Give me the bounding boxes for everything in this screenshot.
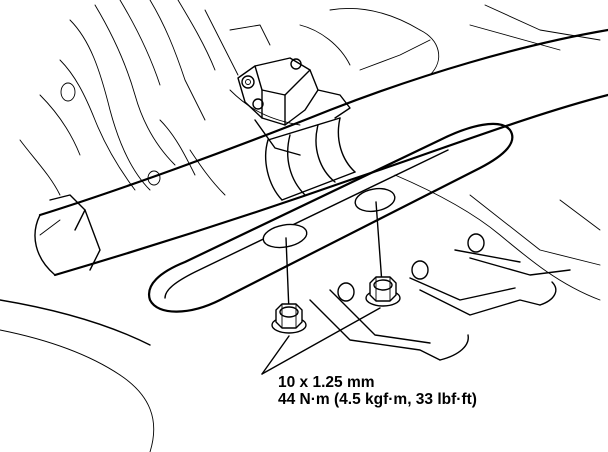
callout-leaders	[261, 307, 381, 375]
plate-hole-left	[262, 223, 308, 249]
bolt-size-label: 10 x 1.25 mm	[278, 374, 375, 391]
bolt-guide-lines	[285, 201, 383, 313]
subframe-outline	[0, 174, 601, 452]
stiffener-plate	[147, 122, 514, 313]
flange-nut-right	[365, 276, 401, 307]
flange-nut-left	[271, 303, 307, 334]
left-structure	[39, 194, 101, 271]
plate-hole-right	[354, 187, 396, 213]
torque-spec-label: 44 N·m (4.5 kgf·m, 33 lbf·ft)	[278, 391, 477, 408]
engine-block-outline	[19, 0, 601, 196]
exhaust-pipe	[34, 28, 608, 277]
torque-callout: 10 x 1.25 mm 44 N·m (4.5 kgf·m, 33 lbf·f…	[278, 374, 477, 408]
exhaust-flange-bracket	[237, 57, 351, 156]
